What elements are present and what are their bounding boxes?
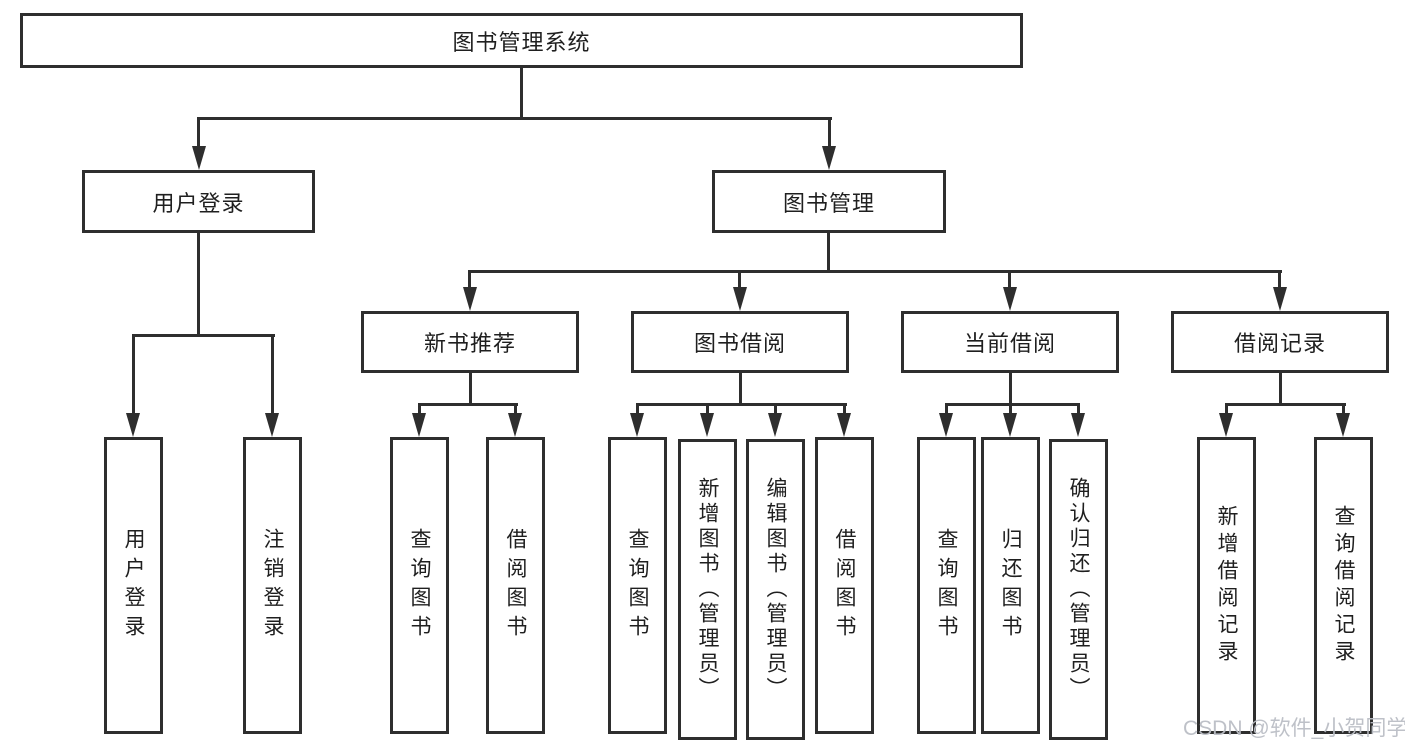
arrow-down-icon [1273, 287, 1287, 311]
connector-line [1225, 403, 1228, 416]
arrow-down-icon [412, 413, 426, 437]
connector-line [1008, 270, 1011, 290]
leaf-borrow-book-2: 借阅图书 [815, 437, 874, 734]
arrow-down-icon [192, 146, 206, 170]
connector-line [1279, 372, 1282, 406]
node-current-borrow: 当前借阅 [901, 311, 1119, 373]
connector-line [636, 403, 847, 406]
arrow-down-icon [463, 287, 477, 311]
connector-line [418, 403, 421, 416]
arrow-down-icon [630, 413, 644, 437]
node-user-login: 用户登录 [82, 170, 315, 233]
leaf-borrow-book-1: 借阅图书 [486, 437, 545, 734]
leaf-label: 新增图书（管理员） [696, 477, 719, 702]
leaf-user-login: 用户登录 [104, 437, 163, 734]
connector-line [132, 334, 275, 337]
connector-line [706, 403, 709, 416]
connector-line [827, 231, 830, 273]
leaf-label: 查询借阅记录 [1332, 504, 1355, 667]
connector-line [1009, 403, 1012, 416]
node-label: 借阅记录 [1233, 331, 1326, 356]
leaf-label: 归还图书 [999, 527, 1022, 644]
connector-line [197, 231, 200, 336]
connector-line [774, 403, 777, 416]
connector-line [197, 117, 200, 150]
connector-line [1278, 270, 1281, 290]
leaf-label: 查询图书 [408, 527, 431, 644]
connector-line [132, 334, 135, 416]
node-root: 图书管理系统 [20, 13, 1023, 68]
connector-line [1077, 403, 1080, 416]
leaf-confirm-return-admin: 确认归还（管理员） [1049, 439, 1108, 740]
node-book-management: 图书管理 [712, 170, 946, 233]
connector-line [828, 117, 831, 150]
arrow-down-icon [1003, 287, 1017, 311]
connector-line [636, 403, 639, 416]
leaf-add-borrow-record: 新增借阅记录 [1197, 437, 1256, 734]
connector-line [418, 403, 518, 406]
connector-line [520, 68, 523, 120]
arrow-down-icon [837, 413, 851, 437]
node-root-label: 图书管理系统 [452, 29, 591, 55]
connector-line [514, 403, 517, 416]
leaf-label: 注销登录 [261, 527, 284, 644]
node-label: 用户登录 [152, 190, 245, 216]
node-label: 新书推荐 [423, 331, 516, 356]
connector-line [843, 403, 846, 416]
arrow-down-icon [1071, 413, 1085, 437]
arrow-down-icon [265, 413, 279, 437]
leaf-label: 编辑图书（管理员） [764, 477, 787, 702]
leaf-query-book-1: 查询图书 [390, 437, 449, 734]
connector-line [271, 334, 274, 416]
connector-line [945, 403, 1080, 406]
node-borrow-record: 借阅记录 [1171, 311, 1389, 373]
leaf-label: 借阅图书 [504, 527, 527, 644]
arrow-down-icon [126, 413, 140, 437]
csdn-watermark: CSDN @软件_小贺同学 [1183, 717, 1405, 740]
leaf-label: 借阅图书 [833, 527, 856, 644]
node-label: 当前借阅 [963, 331, 1056, 356]
arrow-down-icon [700, 413, 714, 437]
node-label: 图书借阅 [693, 331, 786, 356]
leaf-edit-book-admin: 编辑图书（管理员） [746, 439, 805, 740]
arrow-down-icon [768, 413, 782, 437]
leaf-query-borrow-record: 查询借阅记录 [1314, 437, 1373, 734]
connector-line [945, 403, 948, 416]
leaf-query-book-2: 查询图书 [608, 437, 667, 734]
leaf-label: 查询图书 [935, 527, 958, 644]
connector-line [739, 372, 742, 406]
connector-line [1009, 372, 1012, 406]
leaf-add-book-admin: 新增图书（管理员） [678, 439, 737, 740]
connector-line [469, 372, 472, 406]
leaf-logout: 注销登录 [243, 437, 302, 734]
node-new-book-recommend: 新书推荐 [361, 311, 579, 373]
leaf-return-book: 归还图书 [981, 437, 1040, 734]
connector-line [468, 270, 471, 290]
leaf-label: 查询图书 [626, 527, 649, 644]
node-label: 图书管理 [782, 190, 875, 216]
arrow-down-icon [1219, 413, 1233, 437]
arrow-down-icon [733, 287, 747, 311]
arrow-down-icon [1003, 413, 1017, 437]
connector-line [1225, 403, 1346, 406]
connector-line [197, 117, 832, 120]
arrow-down-icon [1336, 413, 1350, 437]
node-book-borrow: 图书借阅 [631, 311, 849, 373]
leaf-query-book-3: 查询图书 [917, 437, 976, 734]
arrow-down-icon [939, 413, 953, 437]
leaf-label: 新增借阅记录 [1215, 504, 1238, 667]
leaf-label: 确认归还（管理员） [1067, 477, 1090, 702]
connector-line [1342, 403, 1345, 416]
arrow-down-icon [822, 146, 836, 170]
connector-line [738, 270, 741, 290]
arrow-down-icon [508, 413, 522, 437]
connector-line [468, 270, 1282, 273]
leaf-label: 用户登录 [122, 527, 145, 644]
